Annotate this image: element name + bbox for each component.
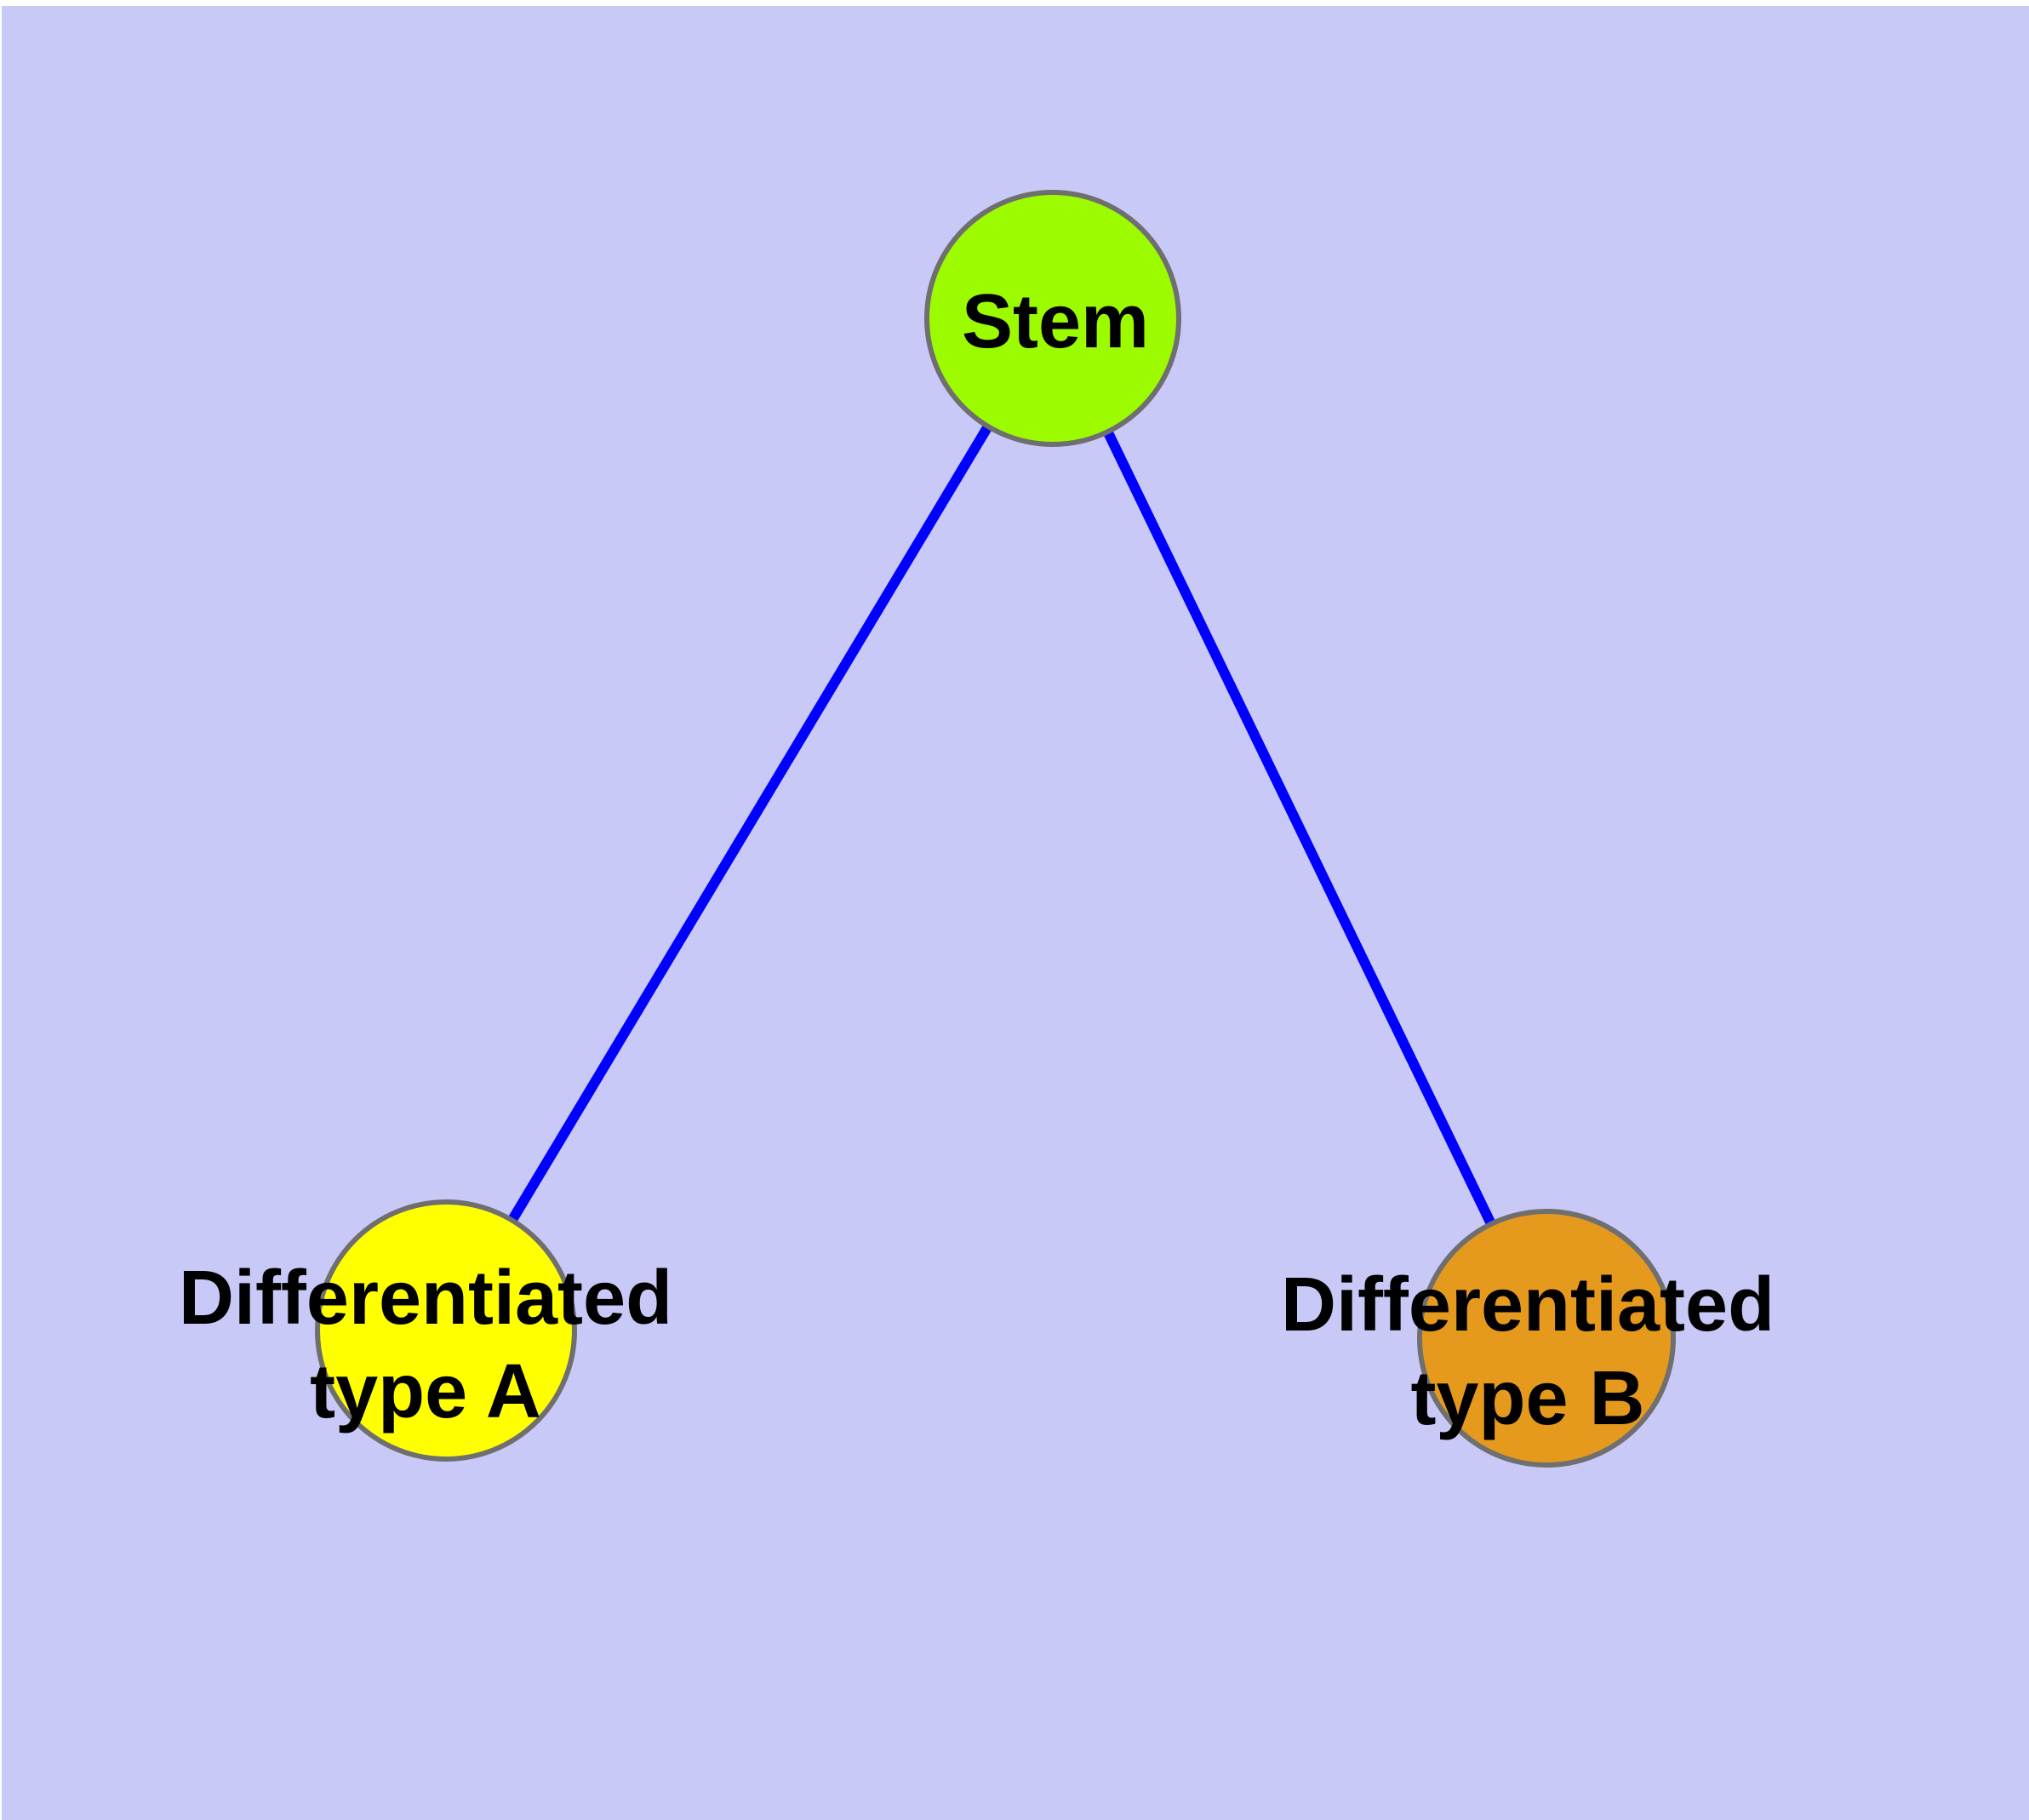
node-type-b-label-line2: type B xyxy=(1410,1356,1645,1441)
edge-stem-to-type-b xyxy=(1048,316,1552,1341)
node-type-a-label-line2: type A xyxy=(310,1349,541,1434)
node-type-a-label-line1: Differentiated xyxy=(178,1256,673,1341)
node-differentiated-type-b-circle xyxy=(1417,1209,1676,1468)
node-stem-label: Stem xyxy=(961,279,1150,364)
node-type-a-label: Differentiated type A xyxy=(179,1251,672,1439)
node-type-b-label: Differentiated type B xyxy=(1281,1258,1775,1445)
node-type-b-label-line1: Differentiated xyxy=(1280,1262,1775,1348)
node-stem-circle xyxy=(924,190,1181,447)
edge-stem-to-type-a xyxy=(441,315,1058,1334)
node-differentiated-type-a-circle xyxy=(315,1199,577,1462)
